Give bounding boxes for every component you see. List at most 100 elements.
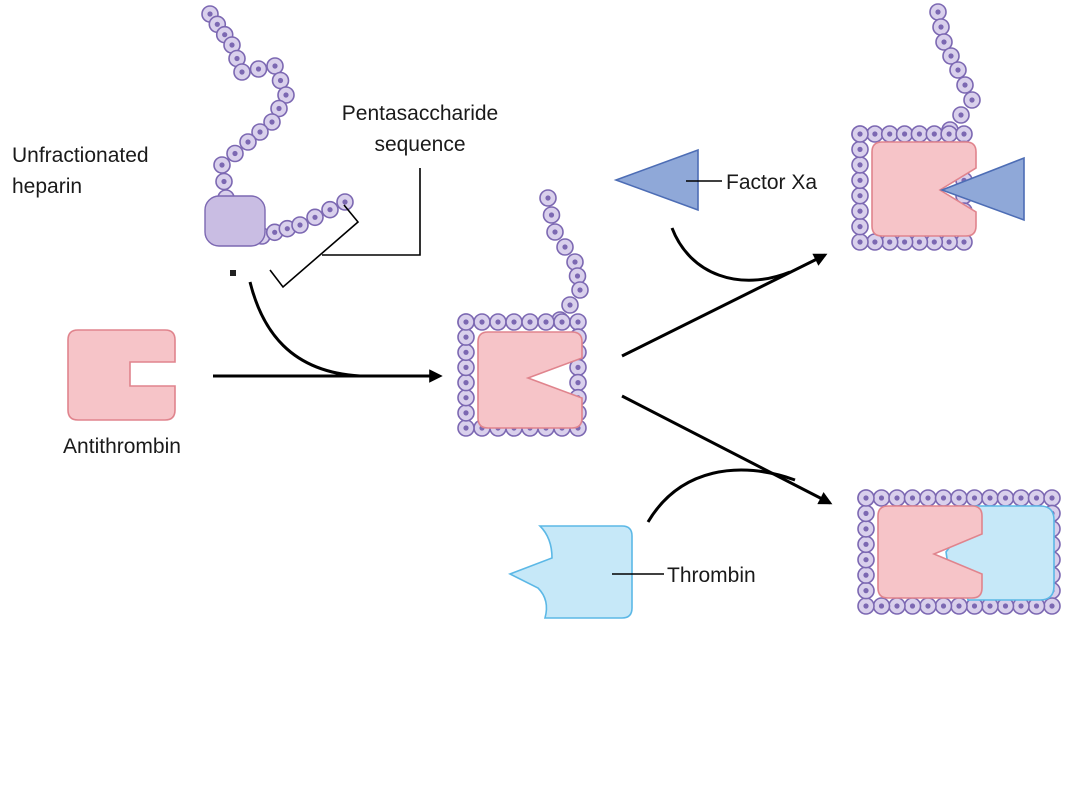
heparin-bead-dot: [940, 603, 947, 609]
heparin-bead-dot: [562, 244, 568, 250]
heparin-label-line2: heparin: [12, 175, 82, 198]
heparin-bead-dot: [941, 39, 947, 45]
heparin-bead-dot: [297, 222, 303, 228]
heparin-label-line1: Unfractionated: [12, 144, 149, 167]
heparin-bead-dot: [527, 319, 533, 325]
heparin-bead-dot: [916, 239, 923, 245]
factor-xa-complex-heparin-chain: [929, 3, 981, 139]
heparin-bead-dot: [946, 239, 952, 245]
heparin-bead-dot: [987, 495, 993, 501]
heparin-bead-dot: [863, 603, 869, 609]
heparin-bead-dot: [971, 603, 978, 609]
heparin-bead-dot: [909, 603, 916, 609]
heparin-bead-dot: [234, 55, 240, 62]
heparin-bead-dot: [221, 178, 227, 185]
heparin-bead-dot: [878, 603, 885, 609]
heparin-bead-dot: [956, 495, 962, 501]
heparin-bead-dot: [857, 177, 863, 183]
antithrombin-label: Antithrombin: [63, 435, 181, 458]
heparin-bead-dot: [857, 239, 863, 245]
heparin-bead-dot: [575, 319, 581, 325]
heparin-bead-dot: [956, 603, 962, 609]
activated-antithrombin-shape: [477, 331, 583, 429]
pentasaccharide-leader-line: [322, 168, 421, 256]
heparin-bead-dot: [463, 334, 469, 340]
thrombin-shape: [508, 525, 633, 619]
heparin-bead-dot: [863, 541, 869, 547]
heparin-bead-dot: [257, 129, 263, 135]
heparin-bead-dot: [463, 395, 469, 401]
heparin-bead-dot: [283, 92, 289, 98]
heparin-bead-dot: [902, 131, 908, 137]
heparin-bead-dot: [878, 495, 885, 501]
heparin-bead-dot: [857, 224, 863, 230]
heparin-bead-dot: [272, 63, 278, 69]
heparin-bead-dot: [548, 212, 555, 218]
heparin-bead-dot: [1033, 603, 1040, 609]
pentasaccharide-bracket: [269, 204, 360, 289]
heparin-bead-dot: [575, 380, 581, 386]
heparin-bead-dot: [931, 239, 937, 245]
heparin-bead-dot: [887, 131, 893, 137]
heparin-bead-dot: [946, 131, 952, 137]
factor-xa-complex-factor-xa: [939, 156, 1025, 222]
heparin-bead-dot: [545, 195, 551, 201]
heparin-bead-dot: [857, 208, 863, 214]
heparin-bead-dot: [872, 131, 878, 137]
heparin-bead-dot: [857, 131, 863, 137]
heparin-bead-dot: [1002, 603, 1009, 609]
heparin-bead-dot: [1033, 495, 1040, 501]
heparin-bead-dot: [857, 162, 863, 168]
heparin-bead-dot: [971, 495, 978, 501]
heparin-bead-dot: [495, 319, 501, 325]
heparin-bead-dot: [863, 526, 869, 532]
factor-xa-label: Factor Xa: [726, 171, 817, 194]
heparin-bead-dot: [961, 239, 967, 245]
heparin-bead-dot: [342, 199, 348, 205]
heparin-bead-dot: [1049, 495, 1055, 501]
heparin-bead-dot: [863, 557, 869, 563]
heparin-bead-dot: [559, 319, 565, 325]
heparin-bead-dot: [543, 319, 549, 325]
heparin-bead-dot: [232, 150, 238, 157]
heparin-bead-dot: [574, 273, 581, 279]
heparin-bead-dot: [479, 319, 485, 325]
heparin-bead-dot: [222, 32, 228, 38]
heparin-bead-dot: [463, 380, 469, 386]
unfractionated-heparin-chain: [201, 5, 354, 245]
heparin-bead-dot: [575, 364, 581, 370]
heparin-bead-dot: [940, 495, 947, 501]
heparin-bead-dot: [312, 214, 318, 220]
heparin-bead-dot: [577, 287, 583, 293]
heparin-bead-dot: [894, 495, 900, 501]
arrow-to-thrombin-complex: [621, 394, 833, 505]
heparin-bead-dot: [511, 319, 517, 325]
heparin-bead-dot: [857, 193, 863, 199]
heparin-bead-dot: [245, 139, 251, 145]
heparin-bead-dot: [987, 603, 993, 609]
heparin-bead-dot: [863, 495, 869, 501]
heparin-bead-dot: [219, 162, 225, 168]
thrombin-complex-antithrombin: [877, 505, 983, 599]
heparin-bead-dot: [887, 239, 893, 245]
thrombin-join-curve: [646, 468, 796, 523]
heparin-bead-dot: [1018, 495, 1024, 501]
heparin-join-curve: [248, 281, 361, 378]
heparin-bead-dot: [1002, 495, 1009, 501]
factor-xa-complex-antithrombin: [871, 141, 977, 237]
heparin-bead-dot: [463, 364, 469, 370]
heparin-bead-dot: [969, 97, 975, 103]
heparin-bead-dot: [214, 21, 220, 27]
heparin-bead-dot: [463, 349, 469, 355]
heparin-bead-dot: [863, 588, 869, 594]
heparin-bead-dot: [463, 410, 469, 416]
factor-xa-join-curve: [670, 227, 791, 282]
thrombin-label: Thrombin: [667, 564, 756, 587]
heparin-bead-dot: [572, 259, 578, 265]
heparin-bead-dot: [931, 131, 937, 137]
heparin-bead-dot: [938, 24, 944, 30]
heparin-bead-dot: [909, 495, 916, 501]
heparin-bead-dot: [863, 572, 869, 578]
heparin-bead-dot: [207, 11, 213, 17]
